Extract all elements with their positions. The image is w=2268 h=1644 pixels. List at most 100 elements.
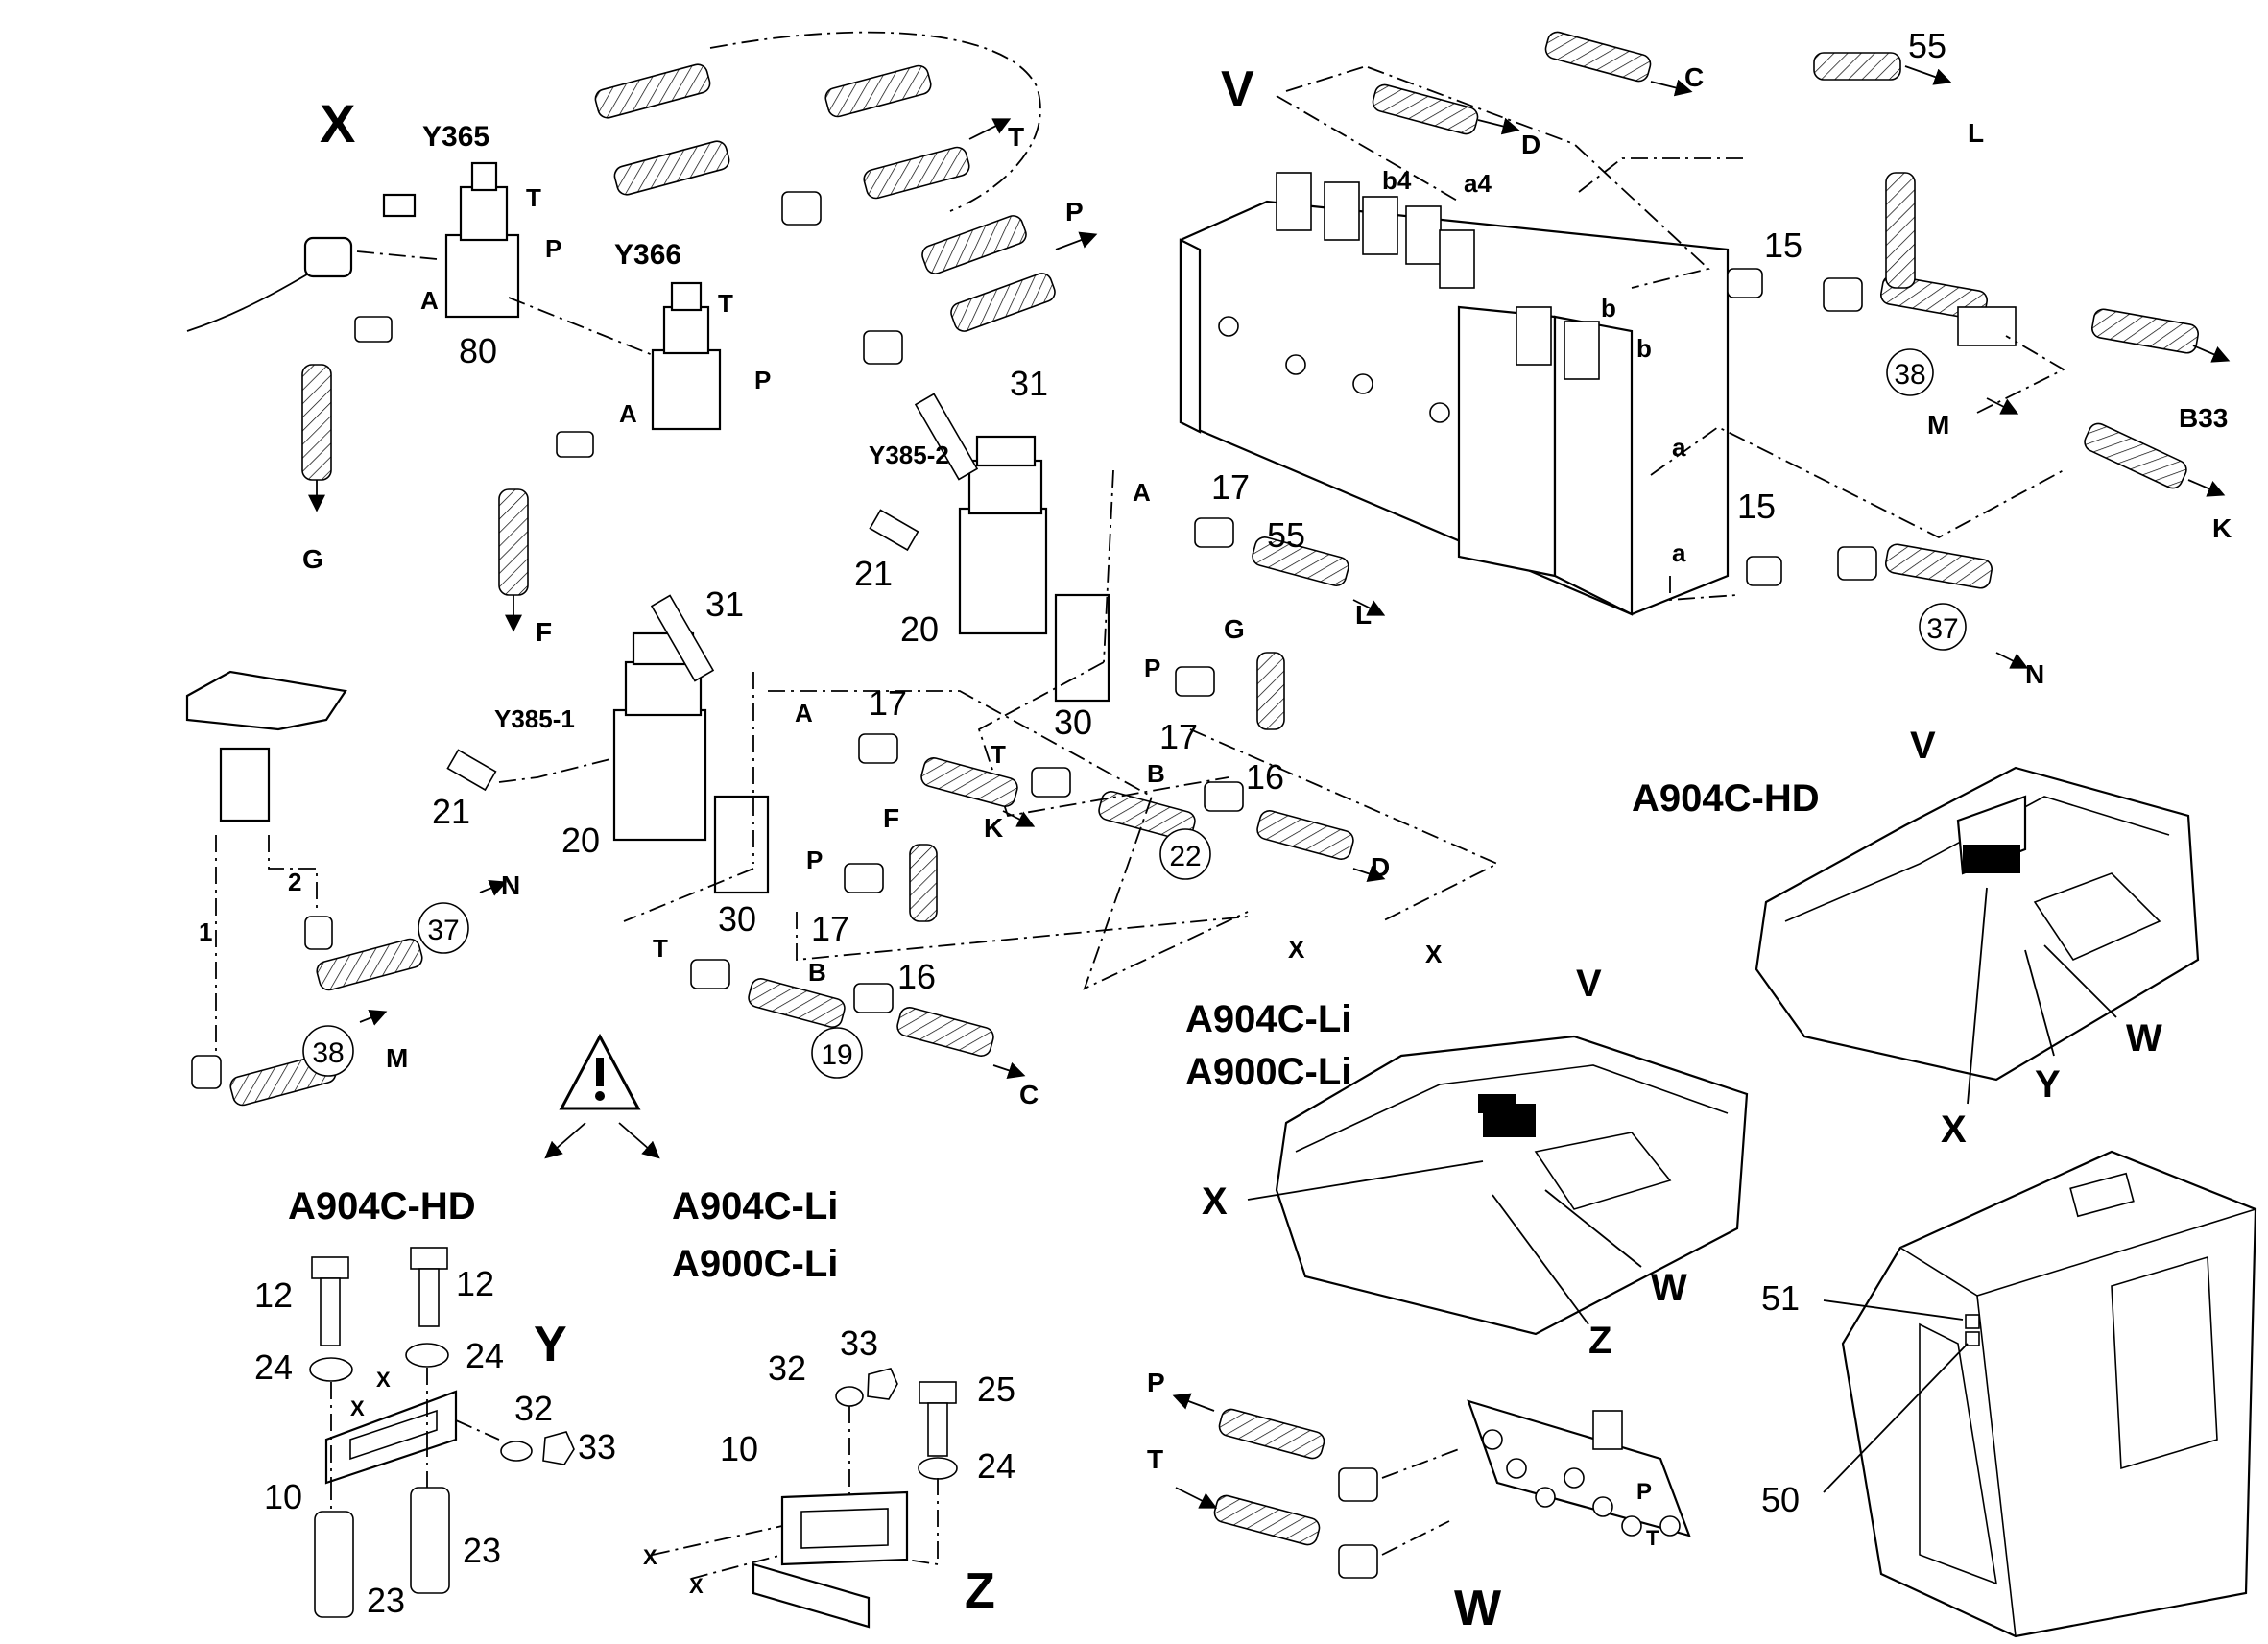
part-number-30: 30 [718, 899, 756, 939]
part-number-31: 31 [705, 584, 744, 624]
port-label-a: A [1133, 478, 1151, 507]
part-number-55: 55 [1908, 26, 1946, 65]
flow-label-f: F [883, 803, 899, 833]
flow-label-d: D [1371, 852, 1390, 882]
control-valve-block [1179, 172, 1730, 616]
port-label-a4: a4 [1464, 169, 1492, 198]
part-number-24: 24 [977, 1446, 1015, 1486]
port-label-b: b [1636, 334, 1652, 363]
section-title-y: Y [534, 1317, 567, 1372]
cab [1823, 1150, 2257, 1638]
port-label-b: B [808, 958, 826, 987]
port-label: A [619, 399, 637, 428]
port-label-b: b [1601, 294, 1616, 322]
part-number-10: 10 [720, 1429, 758, 1468]
port-label-p: P [1147, 1368, 1165, 1397]
port-label-a: a [1672, 433, 1686, 462]
circled-part-37 [418, 902, 469, 954]
fittings-y385-1 [623, 672, 1249, 1079]
part-number-24: 24 [466, 1336, 504, 1375]
part-number-12: 12 [254, 1275, 293, 1315]
part-number-32: 32 [768, 1348, 806, 1388]
circled-number-38: 38 [312, 1037, 344, 1069]
part-number-20: 20 [561, 821, 600, 860]
port-label: P [545, 234, 561, 263]
part-number-21: 21 [432, 792, 470, 831]
valve-y365 [186, 161, 520, 332]
port-label: T [526, 183, 541, 212]
port-label-t: T [991, 740, 1006, 769]
part-number-50: 50 [1761, 1480, 1800, 1519]
part-number-80: 80 [459, 331, 497, 370]
circled-part-38 [302, 1025, 354, 1077]
detail-w-manifold [1172, 1393, 1691, 1579]
port-label-t: T [653, 934, 668, 963]
part-number-17: 17 [1211, 467, 1250, 507]
model-label: A900C-Li [1185, 1051, 1351, 1093]
part-number-31: 31 [1010, 364, 1048, 403]
part-number-15: 15 [1764, 226, 1802, 265]
part-number-17: 17 [1159, 717, 1198, 756]
section-title-w: W [1454, 1581, 1502, 1636]
small-x: X [689, 1574, 704, 1598]
port-label-a: A [795, 699, 813, 727]
port-label-p: P [1636, 1479, 1652, 1505]
part-number-20: 20 [900, 609, 939, 649]
section-title-z: Z [965, 1563, 995, 1619]
pedal-assembly [185, 670, 508, 1107]
flow-label-l: L [1968, 118, 1984, 148]
part-number-23: 23 [463, 1531, 501, 1570]
model-label: A904C-Li [1185, 998, 1351, 1040]
model-label: A904C-HD [1632, 777, 1820, 820]
label-y385-1: Y385-1 [494, 704, 575, 733]
part-number-23: 23 [367, 1581, 405, 1620]
flow-label-k: K [2212, 513, 2232, 543]
flow-label-b33: B33 [2179, 403, 2228, 433]
part-number-21: 21 [854, 554, 893, 593]
circled-part-37 [1919, 603, 1967, 651]
port-label-p: P [806, 846, 823, 874]
flow-label-g: G [1224, 614, 1245, 644]
port-label-t-upper: T [1008, 122, 1024, 152]
right-hoses [1578, 157, 2231, 669]
hose-g [301, 316, 393, 512]
callout-y: Y [2035, 1063, 2061, 1106]
solenoid-y385-2 [869, 393, 1110, 703]
part-number-51: 51 [1761, 1278, 1800, 1318]
circled-number-38: 38 [1894, 359, 1925, 391]
part-number-16: 16 [897, 957, 936, 996]
callout-z: Z [1588, 1320, 1611, 1362]
flow-label-m: M [1927, 410, 1949, 440]
hoses-cd [1276, 31, 1952, 289]
upper-hoses [594, 31, 1098, 365]
circled-part-38 [1886, 348, 1934, 396]
port-label-t: T [1147, 1444, 1163, 1474]
callout-w: W [1651, 1267, 1687, 1309]
part-number-16: 16 [1246, 757, 1284, 797]
flow-label-n: N [2025, 659, 2044, 689]
part-number-12: 12 [456, 1264, 494, 1303]
hose-f [498, 431, 594, 632]
port-label: P [754, 366, 771, 394]
port-label: T [718, 289, 733, 318]
port-label-b4: b4 [1382, 166, 1412, 195]
callout-v: V [1910, 725, 1936, 767]
part-number-15: 15 [1737, 487, 1776, 526]
flow-label-g: G [302, 544, 323, 574]
callout-w: W [2126, 1017, 2162, 1060]
part-number-33: 33 [840, 1323, 878, 1363]
model-label: A900C-Li [672, 1243, 838, 1285]
flow-label-m: M [386, 1043, 408, 1073]
part-number-25: 25 [977, 1370, 1015, 1409]
part-number-24: 24 [254, 1347, 293, 1387]
label-y366: Y366 [614, 239, 681, 271]
part-number-17: 17 [869, 683, 907, 723]
section-title-v: V [1221, 61, 1254, 117]
part-number-33: 33 [578, 1427, 616, 1466]
port-label-b: B [1147, 759, 1165, 788]
flow-label-n: N [501, 870, 520, 900]
callout-v: V [1576, 963, 1602, 1005]
flow-label-d: D [1521, 130, 1540, 159]
part-number-55: 55 [1267, 515, 1305, 555]
